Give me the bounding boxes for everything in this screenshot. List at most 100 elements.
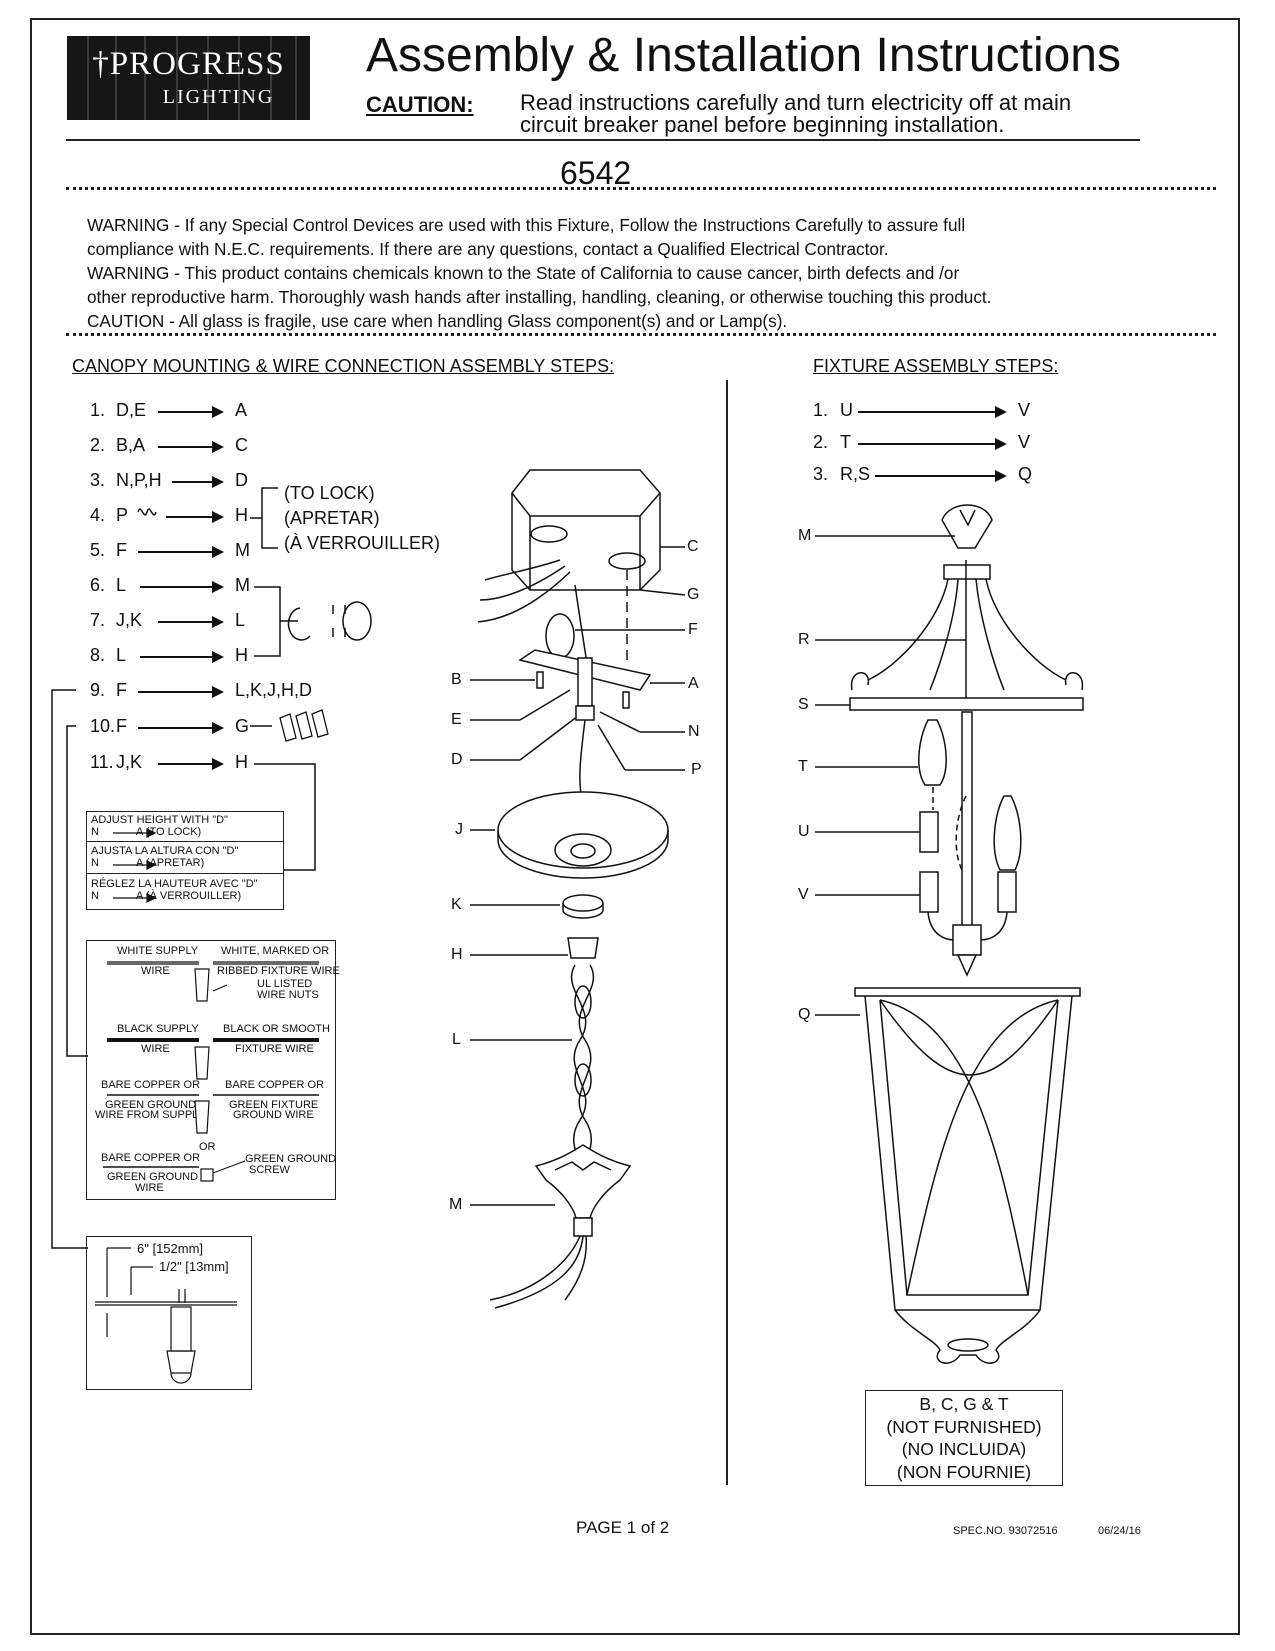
label-p: P — [691, 761, 702, 778]
canopy-step-to: H — [235, 645, 248, 665]
wiring-label: FIXTURE WIRE — [235, 1043, 314, 1055]
wiring-label: GREEN GROUND SCREW — [245, 1154, 336, 1176]
canopy-step-number: 1. — [90, 400, 106, 420]
canopy-step-number: 6. — [90, 575, 106, 595]
wiring-label: BLACK OR SMOOTH — [223, 1023, 330, 1035]
canopy-step-number: 5. — [90, 540, 106, 560]
canopy-step-from: J,K — [116, 610, 143, 630]
canopy-step-to: D — [235, 470, 248, 490]
fixture-step-number: 1. — [813, 400, 829, 420]
canopy-step-from: J,K — [116, 752, 143, 772]
adjust-n: N — [91, 826, 99, 838]
warnings-block: WARNING - If any Special Control Devices… — [87, 213, 1237, 333]
canopy-step-from: D,E — [116, 400, 147, 420]
canopy-step-number: 10. — [90, 716, 116, 736]
caution-line-2: circuit breaker panel before beginning i… — [520, 112, 1005, 137]
not-furnished-line: B, C, G & T — [919, 1394, 1009, 1414]
caution-text: Read instructions carefully and turn ele… — [520, 92, 1071, 136]
fixture-step-from: T — [840, 432, 851, 452]
wiring-label: WHITE, MARKED OR — [221, 945, 330, 957]
canopy-step-to: A — [235, 400, 248, 420]
label-m: M — [449, 1196, 463, 1213]
fixture-label-r: R — [798, 631, 810, 648]
adjust-row-fr: RÉGLEZ LA HAUTEUR AVEC "D" N A (À VERROU… — [91, 878, 258, 902]
canopy-heading: CANOPY MOUNTING & WIRE CONNECTION ASSEMB… — [72, 356, 615, 376]
canopy-step-arrow — [138, 546, 224, 558]
wiring-diagram-box: WHITE SUPPLY WIRE WHITE, MARKED OR RIBBE… — [86, 940, 340, 1200]
label-e: E — [451, 711, 462, 728]
lock-notes: (TO LOCK) (APRETAR) (À VERROUILLER) — [284, 481, 440, 556]
logo-line-1: †PROGRESS — [92, 46, 285, 82]
fixture-label-q: Q — [798, 1006, 811, 1023]
page-number: PAGE 1 of 2 — [576, 1518, 670, 1537]
canopy-step-number: 9. — [90, 680, 106, 700]
wiring-drawing — [103, 961, 319, 1182]
adjust-arrows — [113, 828, 157, 903]
column-divider — [726, 380, 728, 1485]
wiring-label: GROUND WIRE — [233, 1109, 314, 1121]
wiring-label: WHITE SUPPLY — [117, 945, 199, 957]
wiring-label: WIRE — [141, 965, 170, 977]
canopy-step-number: 2. — [90, 435, 106, 455]
label-n: N — [688, 723, 700, 740]
fixture-step-arrow — [858, 438, 1007, 450]
canopy-step-to: H — [235, 752, 248, 772]
fixture-label-m: M — [798, 527, 812, 544]
wiring-label: WIRE — [135, 1182, 164, 1194]
measure-half-in: 1/2" [13mm] — [159, 1259, 229, 1274]
wiring-label: BLACK SUPPLY — [117, 1023, 199, 1035]
footer-date: 06/24/16 — [1098, 1525, 1141, 1537]
canopy-step-from: F — [116, 540, 127, 560]
measurement-box: 6" [152mm] 1/2" [13mm] — [86, 1236, 252, 1390]
label-g: G — [687, 586, 700, 603]
not-furnished-line: (NOT FURNISHED) — [886, 1416, 1042, 1437]
adjust-text: RÉGLEZ LA HAUTEUR AVEC "D" — [91, 878, 258, 890]
fixture-step-number: 3. — [813, 464, 829, 484]
canopy-step-arrow — [140, 651, 224, 663]
wiring-label: BARE COPPER OR — [101, 1152, 201, 1164]
not-furnished-box: B, C, G & T (NOT FURNISHED) (NO INCLUIDA… — [865, 1390, 1063, 1486]
canopy-step-arrow — [158, 616, 224, 628]
canopy-step-number: 3. — [90, 470, 106, 490]
label-a: A — [688, 675, 699, 692]
canopy-step-to: L,K,J,H,D — [235, 680, 313, 700]
canopy-step-to: M — [235, 575, 250, 595]
warning-line: other reproductive harm. Thoroughly wash… — [87, 287, 992, 307]
page-title: Assembly & Installation Instructions — [366, 29, 1121, 82]
canopy-step-from: B,A — [116, 435, 146, 455]
canopy-step-arrow — [140, 581, 224, 593]
wiring-label: RIBBED FIXTURE WIRE — [217, 965, 340, 977]
progress-lighting-logo: †PROGRESS LIGHTING — [67, 36, 310, 120]
lock-note: (APRETAR) — [284, 508, 380, 528]
wiring-label: OR — [199, 1141, 216, 1153]
caution-label: CAUTION: — [366, 92, 474, 117]
canopy-step-arrow — [138, 722, 224, 734]
wiring-label: WIRE NUTS — [257, 989, 319, 1001]
canopy-step-number: 11. — [90, 752, 114, 772]
fixture-label-s: S — [798, 696, 809, 713]
adjust-text: ADJUST HEIGHT WITH "D" — [91, 814, 228, 826]
fixture-step-to: Q — [1018, 464, 1033, 484]
fixture-step-from: U — [840, 400, 853, 420]
label-j: J — [455, 821, 463, 838]
measurement-drawing — [95, 1247, 237, 1384]
canopy-step-to: G — [235, 716, 250, 736]
canopy-step-to: L — [235, 610, 246, 630]
adjust-text: AJUSTA LA ALTURA CON "D" — [91, 845, 239, 857]
label-b: B — [451, 671, 462, 688]
canopy-step-arrow — [166, 511, 224, 523]
adjust-n: N — [91, 890, 99, 902]
adjust-a: A (À VERROUILLER) — [136, 890, 242, 902]
canopy-step-from: L — [116, 645, 127, 665]
label-h: H — [451, 946, 463, 963]
divider-bottom — [66, 333, 1216, 336]
canopy-step-from: F — [116, 680, 127, 700]
measure-6in: 6" [152mm] — [137, 1241, 204, 1256]
fixture-step-to: V — [1018, 432, 1031, 452]
fixture-step-number: 2. — [813, 432, 829, 452]
warning-line: compliance with N.E.C. requirements. If … — [87, 239, 889, 259]
wiring-label: WIRE — [141, 1043, 170, 1055]
canopy-step-to: C — [235, 435, 248, 455]
not-furnished-line: (NO INCLUIDA) — [901, 1439, 1027, 1459]
header-rule — [66, 139, 1140, 141]
